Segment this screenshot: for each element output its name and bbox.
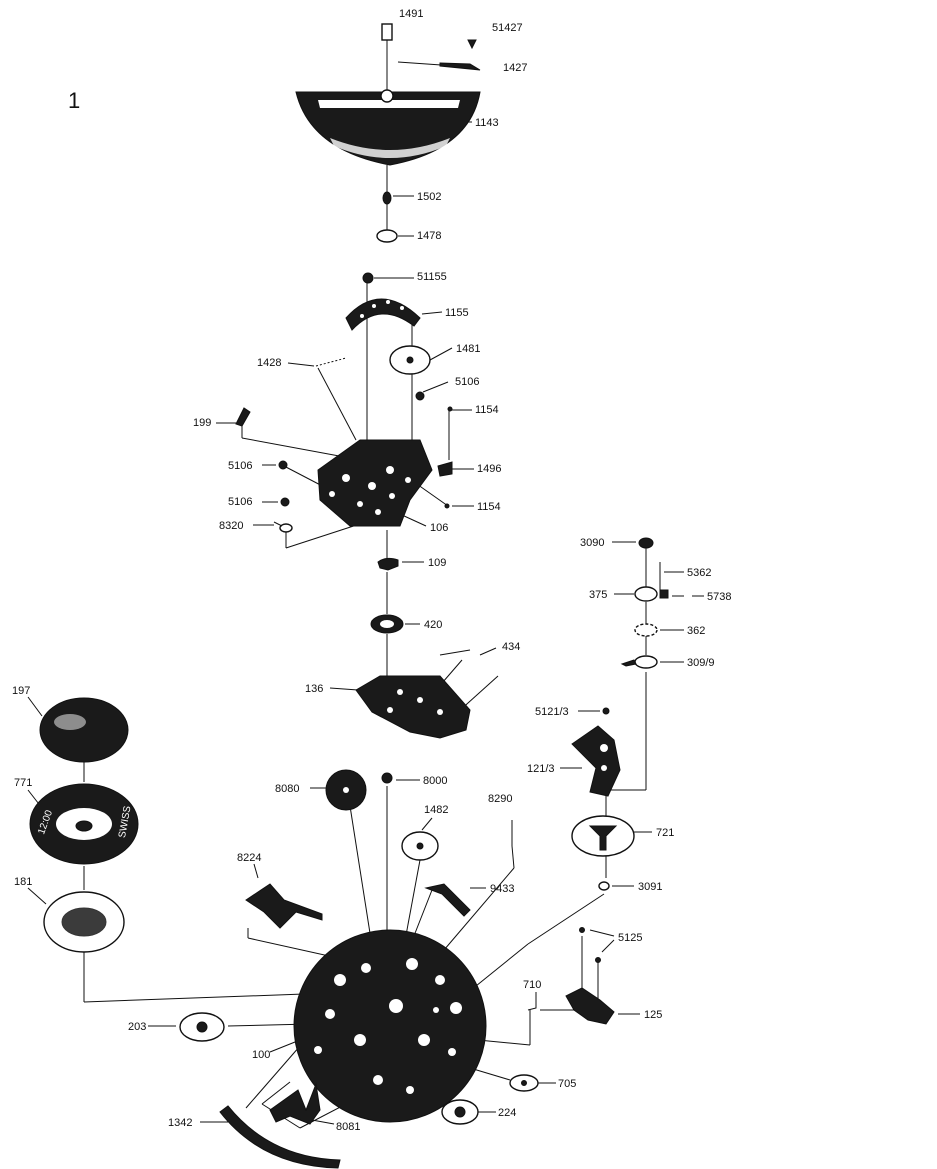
label-109: 109 (428, 557, 446, 569)
label-5121-3: 5121/3 (535, 706, 569, 718)
part-362 (634, 623, 658, 637)
label-3090: 3090 (580, 537, 604, 549)
label-5125: 5125 (618, 932, 642, 944)
part-125 (565, 987, 615, 1025)
label-51155: 51155 (417, 271, 447, 283)
part-375 (634, 586, 658, 602)
label-710: 710 (523, 979, 541, 991)
label-5738: 5738 (707, 591, 731, 603)
label-1155: 1155 (445, 307, 469, 319)
label-721: 721 (656, 827, 674, 839)
label-434: 434 (502, 641, 520, 653)
screw-5125-a (579, 927, 585, 933)
label-181: 181 (14, 876, 32, 888)
label-375: 375 (589, 589, 607, 601)
screw-5106-c (280, 497, 290, 507)
screw-5125-b (595, 957, 601, 963)
label-5362: 5362 (687, 567, 711, 579)
arbor-1491 (381, 23, 393, 41)
label-5106-a: 5106 (455, 376, 479, 388)
label-1502: 1502 (417, 191, 441, 203)
leader-lines (27, 38, 704, 1129)
label-1427: 1427 (503, 62, 527, 74)
lever-8224 (245, 883, 323, 929)
label-121-3: 121/3 (527, 763, 555, 775)
arm-121-3 (571, 725, 621, 797)
part-3090 (638, 537, 654, 549)
screw-5121-3 (602, 707, 610, 715)
label-224: 224 (498, 1107, 516, 1119)
plate-136 (355, 675, 471, 739)
label-100: 100 (252, 1049, 270, 1061)
bridge-106 (317, 439, 433, 527)
parts-drawings: 12:00 SWISS (29, 23, 669, 1169)
label-1482: 1482 (424, 804, 448, 816)
spring-9433 (424, 883, 471, 917)
label-197: 197 (12, 685, 30, 697)
label-1496: 1496 (477, 463, 501, 475)
part-109 (377, 557, 399, 571)
label-1478: 1478 (417, 230, 441, 242)
pin-1154-b (444, 503, 450, 509)
part-3091 (598, 881, 610, 891)
label-136: 136 (305, 683, 323, 695)
label-5106-b: 5106 (228, 460, 252, 472)
screw-51155 (362, 272, 374, 284)
label-5106-c: 5106 (228, 496, 252, 508)
label-1154-a: 1154 (475, 404, 499, 416)
label-771: 771 (14, 777, 32, 789)
screw-51427 (467, 39, 477, 50)
label-362: 362 (687, 625, 705, 637)
label-8080: 8080 (275, 783, 299, 795)
cannon-197 (39, 697, 129, 763)
label-106: 106 (430, 522, 448, 534)
label-8290: 8290 (488, 793, 512, 805)
figure-number: 1 (68, 88, 80, 113)
part-labels: 1491 51427 1427 1143 1502 1478 51155 115… (12, 8, 731, 1133)
label-199: 199 (193, 417, 211, 429)
label-420: 420 (424, 619, 442, 631)
label-1342: 1342 (168, 1117, 192, 1129)
label-8000: 8000 (423, 775, 447, 787)
label-125: 125 (644, 1009, 662, 1021)
pin-1154-a (447, 406, 453, 412)
bearing-1502 (382, 191, 392, 205)
label-3091: 3091 (638, 881, 662, 893)
pin-8000 (381, 772, 393, 784)
lever-199 (235, 407, 251, 427)
screw-5106-b (278, 460, 288, 470)
part-710 (527, 994, 537, 1011)
label-1428: 1428 (257, 357, 281, 369)
label-51427: 51427 (492, 22, 523, 34)
part-8320 (279, 523, 293, 533)
label-705: 705 (558, 1078, 576, 1090)
part-1428 (315, 357, 347, 367)
bridge-1155 (345, 298, 421, 331)
label-8081: 8081 (336, 1121, 360, 1133)
label-1481: 1481 (456, 343, 480, 355)
label-1143: 1143 (475, 117, 499, 129)
label-9433: 9433 (490, 883, 514, 895)
label-8224: 8224 (237, 852, 261, 864)
label-309-9: 309/9 (687, 657, 715, 669)
label-203: 203 (128, 1021, 146, 1033)
spring-1427 (439, 62, 481, 71)
part-1496 (437, 461, 453, 477)
screw-5106-a (415, 391, 425, 401)
part-5738 (659, 589, 669, 599)
label-8320: 8320 (219, 520, 243, 532)
lever-8081 (269, 1082, 321, 1125)
label-1154-b: 1154 (477, 501, 501, 513)
weight-1342 (219, 1105, 341, 1169)
mainplate-100 (293, 929, 487, 1123)
washer-1478 (376, 229, 398, 243)
part-309-9 (634, 655, 658, 669)
label-1491: 1491 (399, 8, 423, 20)
